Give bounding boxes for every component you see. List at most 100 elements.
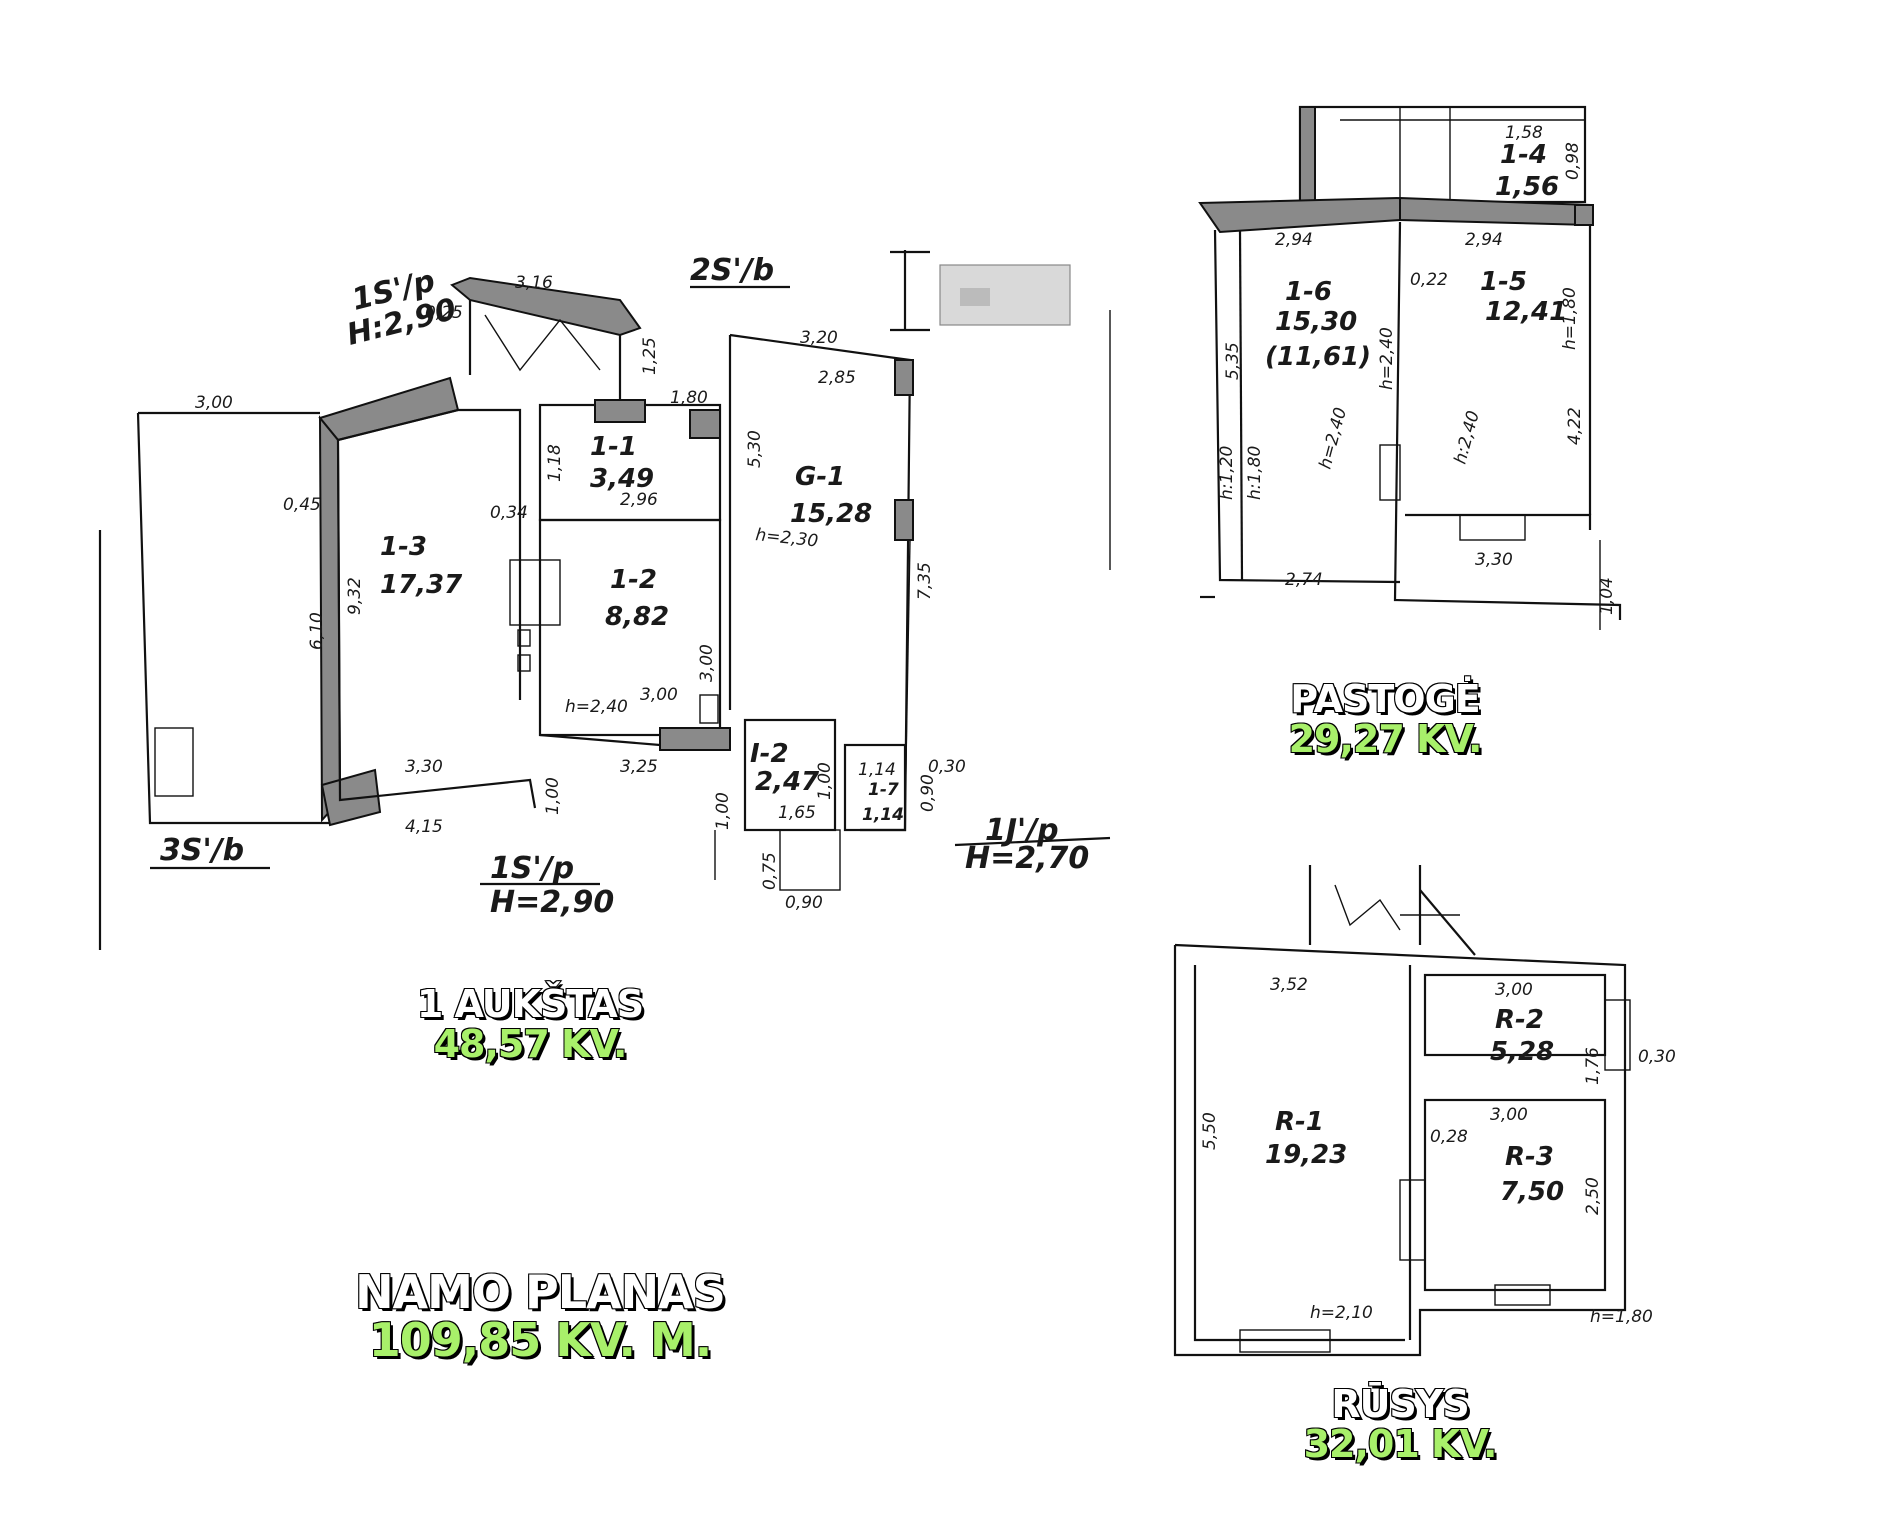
room-g-1-id: G-1 xyxy=(795,462,845,492)
first-floor-title: 1 AUKŠTAS xyxy=(416,982,645,1026)
dim-label: 0,30 xyxy=(1638,1047,1676,1067)
dim-label: 3,00 xyxy=(697,644,717,682)
dim-label: 2,85 xyxy=(818,368,856,388)
dim-label: 2,50 xyxy=(1583,1177,1603,1215)
room-i-2-area: 2,47 xyxy=(755,767,820,797)
dim-label: 3,16 xyxy=(515,273,553,293)
room-r-3-area: 7,50 xyxy=(1500,1177,1564,1207)
dim-label: 0,30 xyxy=(928,757,966,777)
basement-caption: RŪSYS 32,01 KV. xyxy=(1290,1383,1510,1466)
dim-label: 5,35 xyxy=(1223,342,1243,380)
dim-label: 1,00 xyxy=(713,792,733,830)
room-1-2-id: 1-2 xyxy=(610,565,657,595)
dim-label: 3,30 xyxy=(1475,550,1513,570)
attic-title: PASTOGĖ xyxy=(1289,677,1482,721)
wall-type-top: 2S'/b xyxy=(690,253,774,288)
dim-label: 0,34 xyxy=(490,503,528,523)
dim-label: h:1,80 xyxy=(1245,446,1265,500)
dim-label: 1,76 xyxy=(1583,1047,1603,1085)
dim-label: 7,35 xyxy=(915,562,935,600)
height-bottom-mid: H=2,90 xyxy=(490,885,614,920)
dim-label: h:2,40 xyxy=(1451,409,1484,467)
room-g-1-area: 15,28 xyxy=(790,499,872,529)
dim-label: 3,30 xyxy=(405,757,443,777)
basement-plan xyxy=(1173,865,1631,1357)
dim-label: 3,52 xyxy=(1270,975,1308,995)
basement-area: 32,01 KV. xyxy=(1303,1421,1499,1466)
dim-label: h=1,80 xyxy=(1560,287,1580,350)
room-1-1-area: 3,49 xyxy=(590,464,654,494)
dim-label: 2,94 xyxy=(1275,230,1313,250)
dim-label: 0,28 xyxy=(1430,1127,1468,1147)
dim-label: h=1,80 xyxy=(1590,1307,1653,1327)
room-1-1-id: 1-1 xyxy=(590,432,637,462)
house-title: NAMO PLANAS xyxy=(354,1265,727,1319)
wall-type-bottom-mid: 1S'/p xyxy=(490,851,574,886)
room-1-3-id: 1-3 xyxy=(380,532,427,562)
dim-label: 1,04 xyxy=(1597,577,1617,615)
dim-label: 2,74 xyxy=(1285,570,1323,590)
dim-label: 0,25 xyxy=(425,303,463,323)
dim-label: 0,22 xyxy=(1410,270,1448,290)
basement-labels: R-1 19,23 R-2 5,28 R-3 7,50 3,52 3,00 1,… xyxy=(1200,975,1676,1327)
dim-label: 1,25 xyxy=(640,337,660,375)
dim-label: 1,00 xyxy=(543,777,563,815)
dim-label: 0,75 xyxy=(760,852,780,890)
dim-label: 3,00 xyxy=(1490,1105,1528,1125)
dim-label: 4,15 xyxy=(405,817,443,837)
dim-label: 3,25 xyxy=(620,757,658,777)
first-floor-plan xyxy=(98,250,1111,950)
room-1-5-area: 12,41 xyxy=(1485,297,1567,327)
first-floor-caption: 1 AUKŠTAS 48,57 KV. xyxy=(380,982,680,1066)
dim-label: 0,90 xyxy=(918,774,938,812)
room-1-5-id: 1-5 xyxy=(1480,267,1527,297)
dim-label: 0,45 xyxy=(283,495,321,515)
dim-label: 2,96 xyxy=(620,490,658,510)
dim-label: h=2,40 xyxy=(1316,405,1352,471)
dim-label: 3,00 xyxy=(1495,980,1533,1000)
room-r-3-id: R-3 xyxy=(1505,1142,1554,1172)
room-1-3-area: 17,37 xyxy=(380,570,463,600)
dim-label: 9,32 xyxy=(345,577,365,615)
room-i-2-id: I-2 xyxy=(750,739,789,769)
room-1-4-area: 1,56 xyxy=(1495,172,1559,202)
dim-label: 3,00 xyxy=(640,685,678,705)
room-r-2-id: R-2 xyxy=(1495,1005,1544,1035)
dim-label: h=2,30 xyxy=(754,525,819,551)
room-r-1-area: 19,23 xyxy=(1265,1140,1347,1170)
dim-label: h:1,20 xyxy=(1217,446,1237,500)
dim-label: h=2,10 xyxy=(1310,1303,1373,1323)
wall-type-bottom-left: 3S'/b xyxy=(160,833,244,868)
dim-label: 1,18 xyxy=(545,444,565,482)
dim-label: 1,14 xyxy=(858,760,896,780)
dim-label: 3,20 xyxy=(800,328,838,348)
first-floor-area: 48,57 KV. xyxy=(433,1021,629,1066)
dim-label: 1,65 xyxy=(778,803,816,823)
first-floor-labels: 1-3 17,37 1-1 3,49 1-2 8,82 G-1 15,28 I-… xyxy=(150,253,1089,920)
house-area: 109,85 KV. M. xyxy=(368,1313,714,1368)
attic-area: 29,27 KV. xyxy=(1288,716,1484,761)
dim-label: 1,80 xyxy=(670,388,708,408)
attic-labels: 1-4 1,56 1-6 15,30 (11,61) 1-5 12,41 1,5… xyxy=(1217,123,1617,615)
dim-label: 0,90 xyxy=(785,893,823,913)
room-1-2-area: 8,82 xyxy=(605,602,669,632)
house-caption: NAMO PLANAS 109,85 KV. M. xyxy=(340,1265,740,1368)
dim-label: 4,22 xyxy=(1565,407,1585,445)
attic-caption: PASTOGĖ 29,27 KV. xyxy=(1260,677,1510,761)
room-1-6-id: 1-6 xyxy=(1285,277,1332,307)
dim-label: h=2,40 xyxy=(565,697,628,717)
room-r-1-id: R-1 xyxy=(1275,1107,1324,1137)
attic-plan xyxy=(1198,105,1622,630)
room-1-7-id: 1-7 xyxy=(868,780,899,800)
dim-label: 0,98 xyxy=(1563,142,1583,180)
room-1-6-area: 15,30 xyxy=(1275,307,1357,337)
dim-label: 2,94 xyxy=(1465,230,1503,250)
wall-type-bottom-right: 1J'/p xyxy=(985,813,1059,848)
room-1-4-id: 1-4 xyxy=(1500,140,1547,170)
room-r-2-area: 5,28 xyxy=(1490,1037,1554,1067)
dim-label: 5,50 xyxy=(1200,1112,1220,1150)
dim-label: 1,00 xyxy=(815,762,835,800)
dim-label: 5,30 xyxy=(745,430,765,468)
dim-label: h=2,40 xyxy=(1377,327,1397,390)
